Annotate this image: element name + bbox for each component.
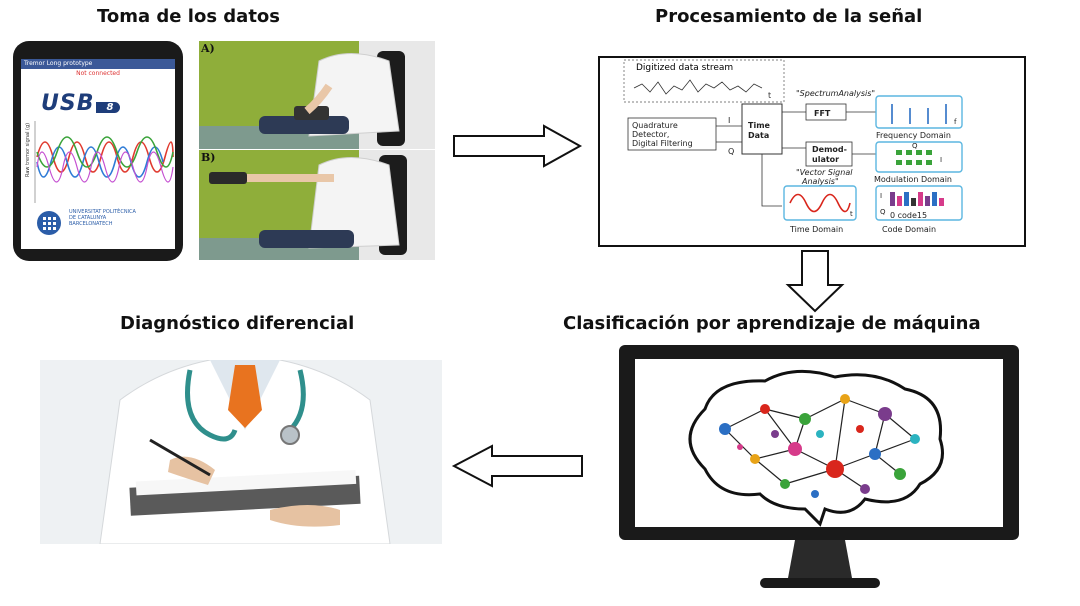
modulation-domain-label: Modulation Domain — [874, 175, 952, 184]
stream-label: Digitized data stream — [636, 63, 733, 73]
arrow-right-icon — [453, 124, 583, 168]
code-i-label: I — [880, 192, 882, 200]
signal-line-purple — [36, 151, 174, 183]
quadrature-detector-box — [627, 117, 717, 151]
time-domain-wave — [789, 193, 851, 213]
photo-a-label: A) — [201, 42, 215, 55]
fft-label: FFT — [814, 109, 831, 118]
quad-line-2: Detector, — [632, 130, 669, 139]
arrow-down-icon — [785, 250, 845, 313]
vsa-line-1: "Vector Signal — [796, 168, 853, 177]
modulation-i-label: I — [940, 156, 942, 164]
monitor-stand — [760, 540, 880, 588]
i-label: I — [728, 116, 730, 125]
arrow-left-icon — [451, 444, 583, 488]
time-data-line-1: Time — [748, 121, 771, 130]
signal-line-red — [36, 141, 174, 173]
code-q-label: Q — [880, 208, 886, 216]
signal-processing-diagram: Digitized data stream t Quadrature Detec… — [598, 56, 1026, 247]
axis-label: Raw tremor signal (g) — [25, 123, 31, 177]
modulation-domain-panel — [875, 141, 963, 173]
signal-line-green — [36, 136, 174, 168]
time-domain-panel — [783, 185, 857, 221]
time-data-line-2: Data — [748, 131, 769, 140]
monitor-screen — [635, 359, 1003, 527]
time-domain-label: Time Domain — [789, 225, 843, 234]
university-name: UNIVERSITAT POLITÈCNICA DE CATALUNYA BAR… — [69, 209, 136, 227]
vsa-line-2: Analysis" — [801, 177, 839, 186]
doctor-photo — [40, 360, 442, 544]
time-domain-t-label: t — [850, 210, 853, 218]
frequency-domain-label: Frequency Domain — [876, 131, 951, 140]
photo-a-seated-arm-rest — [199, 41, 435, 149]
brain-network-icon — [688, 369, 944, 527]
frequency-f-label: f — [954, 118, 957, 126]
monitor — [619, 345, 1019, 540]
photo-b-arm-extended — [199, 150, 435, 260]
modulation-q-label: Q — [912, 142, 918, 150]
spectrum-analysis-label: "SpectrumAnalysis" — [796, 89, 875, 98]
tremor-signal-plot: Raw tremor signal (g) — [25, 121, 174, 203]
time-data-box — [741, 103, 783, 155]
demod-line-2: ulator — [812, 155, 839, 164]
digitized-stream-wave — [633, 79, 763, 95]
title-procesamiento: Procesamiento de la señal — [655, 6, 923, 27]
signal-processing-schematic: Digitized data stream t Quadrature Detec… — [623, 59, 963, 234]
title-clasificacion: Clasificación por aprendizaje de máquina — [563, 313, 981, 334]
photo-b-label: B) — [201, 151, 216, 164]
connection-status: Not connected — [76, 70, 120, 77]
signal-line-blue — [36, 146, 164, 178]
demodulator-box — [805, 141, 853, 167]
usb-logo-text: USB — [41, 91, 95, 116]
title-diagnostico: Diagnóstico diferencial — [120, 313, 355, 334]
upc-logo: UNIVERSITAT POLITÈCNICA DE CATALUNYA BAR… — [35, 209, 165, 239]
demod-line-1: Demod- — [812, 145, 847, 154]
stream-t-label: t — [768, 91, 771, 100]
quad-line-1: Quadrature — [632, 121, 678, 130]
code-domain-label: Code Domain — [882, 225, 936, 234]
quad-line-3: Digital Filtering — [632, 139, 693, 148]
frequency-domain-panel — [875, 95, 963, 129]
usb-logo-suffix: 8 — [96, 102, 121, 113]
app-bar: Tremor Long prototype — [21, 59, 175, 69]
code-axis-label: 0 code15 — [890, 211, 927, 220]
upc-emblem — [37, 211, 61, 235]
title-toma-de-datos: Toma de los datos — [97, 6, 281, 27]
q-label: Q — [728, 147, 734, 156]
